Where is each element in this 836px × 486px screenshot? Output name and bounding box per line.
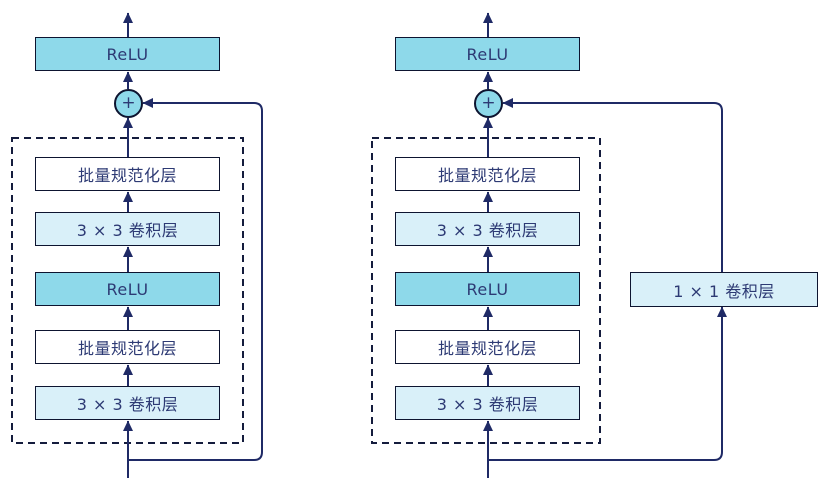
batchnorm-layer-box: 批量规范化层 bbox=[395, 330, 580, 364]
add-node: + bbox=[474, 89, 503, 118]
conv1x1-layer-box: 1 × 1 卷积层 bbox=[630, 272, 818, 307]
conv3x3-layer-box: 3 × 3 卷积层 bbox=[35, 386, 220, 420]
skip-to-conv1x1-line bbox=[488, 306, 727, 461]
conv3x3-layer-box: 3 × 3 卷积层 bbox=[395, 212, 580, 246]
plus-icon: + bbox=[121, 93, 136, 113]
residual-group-outline-right bbox=[371, 137, 601, 444]
relu-output-box: ReLU bbox=[35, 37, 220, 71]
relu-output-box: ReLU bbox=[395, 37, 580, 71]
relu-layer-box: ReLU bbox=[395, 272, 580, 306]
add-node: + bbox=[114, 89, 143, 118]
plus-icon: + bbox=[481, 93, 496, 113]
skip-connection-left bbox=[128, 98, 263, 461]
relu-layer-box: ReLU bbox=[35, 272, 220, 306]
batchnorm-layer-box: 批量规范化层 bbox=[395, 157, 580, 191]
conv3x3-layer-box: 3 × 3 卷积层 bbox=[35, 212, 220, 246]
batchnorm-layer-box: 批量规范化层 bbox=[35, 330, 220, 364]
conv3x3-layer-box: 3 × 3 卷积层 bbox=[395, 386, 580, 420]
batchnorm-layer-box: 批量规范化层 bbox=[35, 157, 220, 191]
conv1x1-to-add-line bbox=[502, 98, 723, 272]
